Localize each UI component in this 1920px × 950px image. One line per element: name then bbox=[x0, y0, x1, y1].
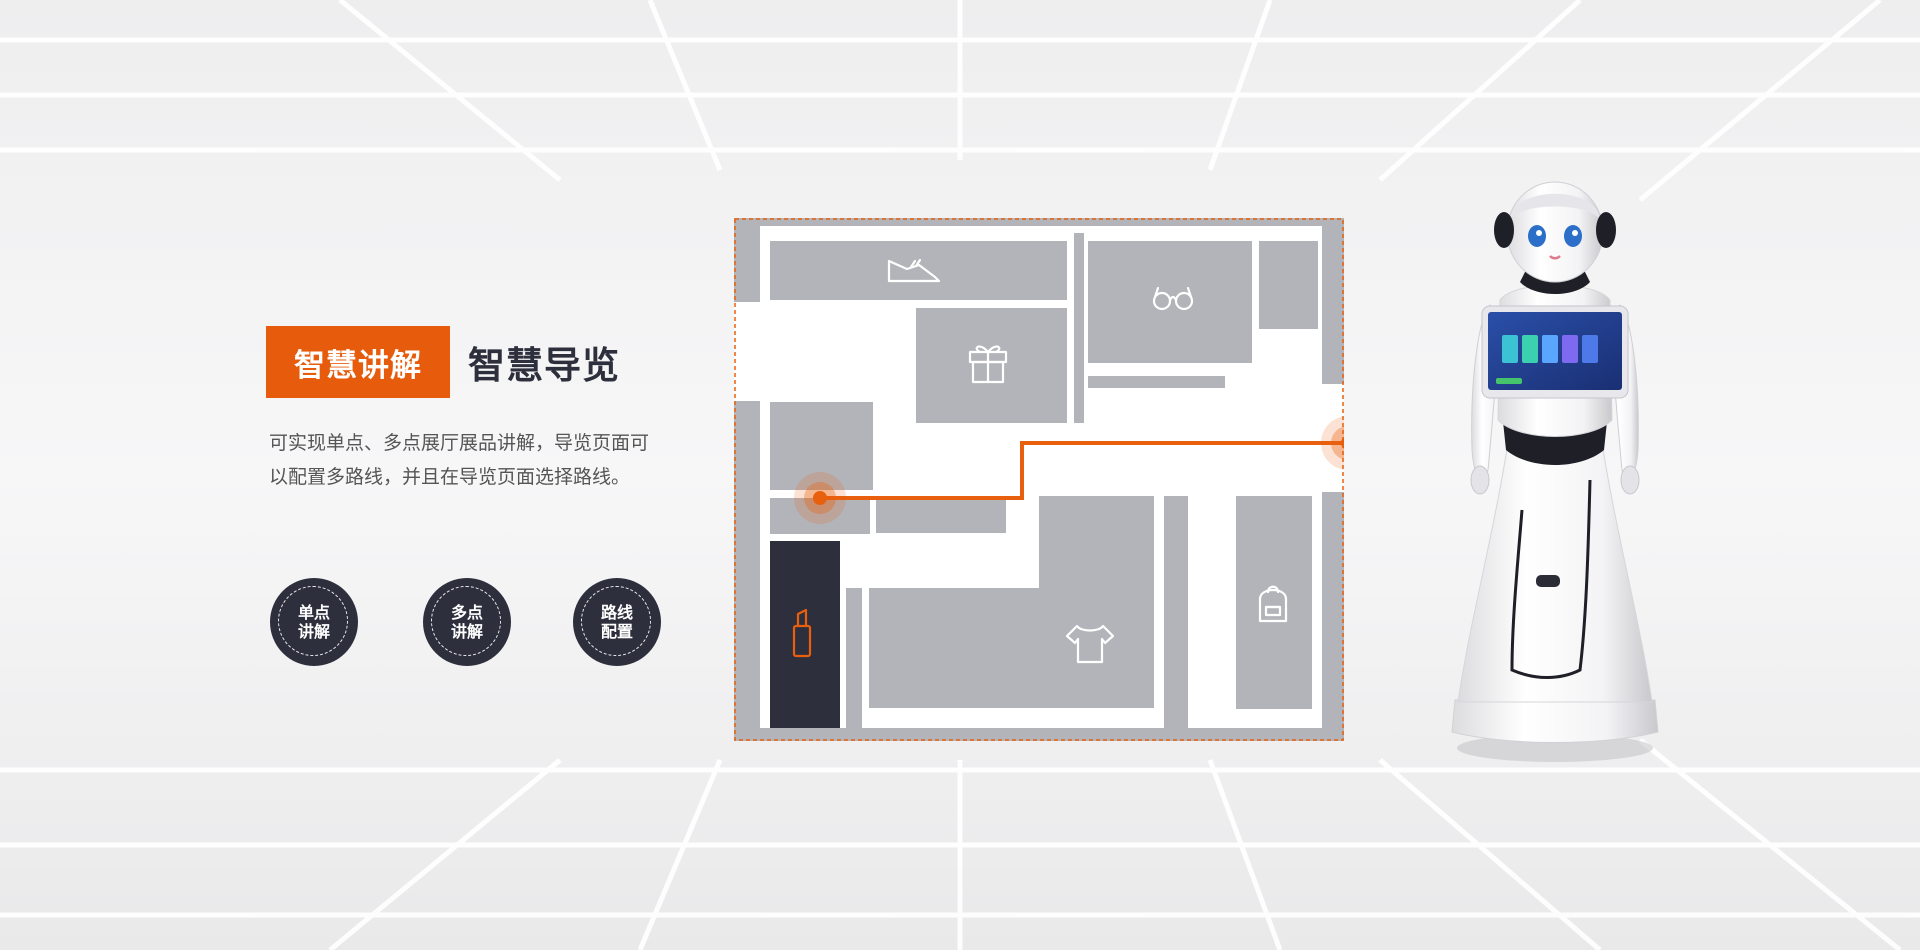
backpack-icon bbox=[1258, 585, 1288, 623]
tshirt-icon bbox=[1065, 624, 1115, 664]
map-frame bbox=[734, 218, 1344, 741]
route-end-marker[interactable] bbox=[1321, 416, 1344, 470]
mode-label: 多点讲解 bbox=[450, 603, 483, 641]
feature-title: 智慧导览 bbox=[468, 344, 620, 387]
zone-apparel bbox=[869, 496, 1154, 708]
dashed-ring bbox=[278, 586, 348, 656]
lipstick-icon bbox=[792, 608, 812, 658]
zone-gifts bbox=[916, 308, 1067, 423]
floor-map bbox=[734, 218, 1344, 741]
dashed-ring bbox=[581, 586, 651, 656]
zone-block bbox=[770, 402, 873, 490]
zone-shoes bbox=[770, 241, 1067, 300]
dashed-ring bbox=[431, 586, 501, 656]
map-walls bbox=[734, 218, 1344, 741]
route-start-marker[interactable] bbox=[794, 472, 846, 524]
mode-label: 单点讲解 bbox=[297, 603, 330, 641]
multi-point-mode-button[interactable]: 多点讲解 bbox=[423, 578, 511, 666]
feature-tag: 智慧讲解 bbox=[266, 326, 450, 398]
zone-bags bbox=[1236, 496, 1312, 709]
zone-side bbox=[1259, 241, 1318, 329]
feature-description: 可实现单点、多点展厅展品讲解，导览页面可以配置多路线，并且在导览页面选择路线。 bbox=[269, 432, 650, 488]
zone-pillar bbox=[1074, 233, 1084, 423]
zone-column bbox=[846, 588, 862, 728]
gift-icon bbox=[968, 345, 1008, 384]
shoe-icon bbox=[887, 258, 941, 283]
guide-route bbox=[820, 441, 1342, 500]
route-config-mode-button[interactable]: 路线配置 bbox=[573, 578, 661, 666]
robot-screen-apps bbox=[1496, 335, 1598, 384]
mode-buttons: 单点讲解 多点讲解 路线配置 bbox=[270, 578, 670, 670]
glasses-icon bbox=[1152, 286, 1194, 311]
zone-strip bbox=[1088, 376, 1225, 388]
single-point-mode-button[interactable]: 单点讲解 bbox=[270, 578, 358, 666]
zone-small bbox=[876, 498, 1006, 533]
zone-cosmetics bbox=[770, 541, 840, 728]
guide-robot-image bbox=[1451, 181, 1659, 762]
mode-label: 路线配置 bbox=[600, 603, 633, 641]
zone-divider bbox=[1164, 496, 1188, 728]
